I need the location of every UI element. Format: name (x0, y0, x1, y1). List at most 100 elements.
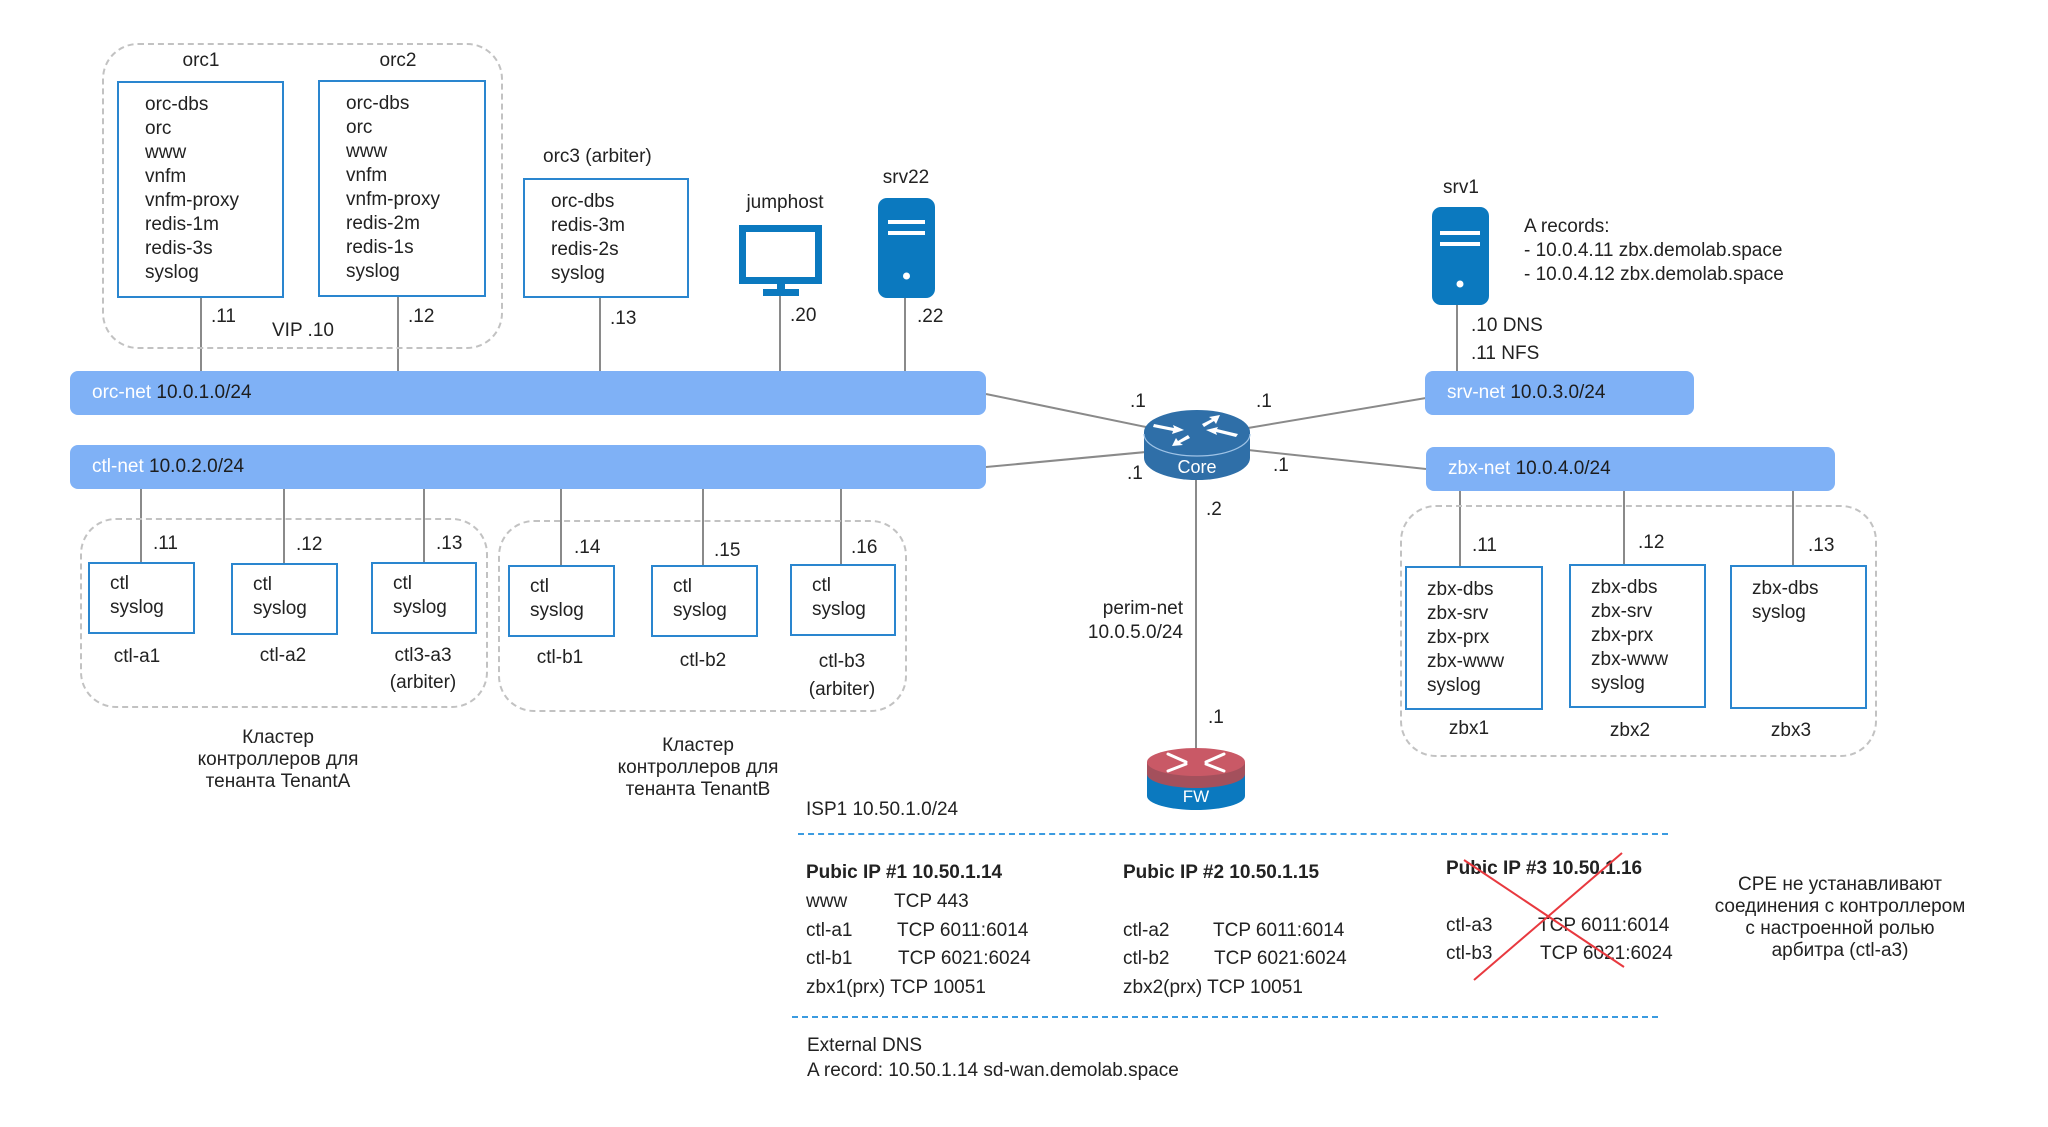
service-item: syslog (253, 598, 307, 619)
firewall-icon[interactable]: FW (1146, 746, 1246, 812)
ctl-a1-ip: .11 (153, 533, 179, 554)
ctl-b2-ip: .15 (714, 540, 741, 561)
perim-net-cidr: 10.0.5.0/24 (1087, 622, 1183, 643)
srv-net-bar[interactable]: srv-net 10.0.3.0/24 (1425, 371, 1694, 415)
ctl-b3-ip: .16 (851, 537, 878, 558)
note-line: CPE не устанавливают (1738, 874, 1942, 895)
nat-rule-name: zbx2(prx) TCP 10051 (1123, 977, 1303, 998)
service-item: zbx-www (1591, 649, 1669, 670)
network-cidr: 10.0.3.0/24 (1510, 382, 1606, 403)
service-item: orc-dbs (346, 93, 410, 114)
link-core-ctl (985, 451, 1147, 468)
fw-ip: .1 (1208, 707, 1224, 728)
service-item: redis-2s (551, 239, 619, 260)
ctl-a3-node[interactable]: ctl syslog (371, 562, 477, 634)
nat-rule-port: TCP 6021:6024 (1214, 948, 1347, 969)
service-item: syslog (346, 261, 400, 282)
orc-cluster-outline (102, 43, 503, 349)
service-item: www (346, 141, 388, 162)
nat-rule-name: zbx1(prx) TCP 10051 (806, 977, 986, 998)
ctl-b1-ip: .14 (574, 537, 601, 558)
orc3-ip: .13 (610, 308, 637, 329)
zbx-cluster-outline (1400, 505, 1877, 757)
core-ip-orc: .1 (1130, 391, 1146, 412)
ctl-b2-label: ctl-b2 (679, 650, 727, 671)
nat-rule-name: ctl-b3 (1446, 943, 1493, 964)
srv1-ip-dns: .10 DNS (1471, 315, 1543, 336)
monitor-icon[interactable] (739, 225, 823, 297)
router-icon[interactable]: Core (1142, 408, 1252, 482)
service-item: ctl (812, 575, 831, 596)
service-item: vnfm-proxy (346, 189, 440, 210)
zbx3-label: zbx3 (1770, 720, 1812, 741)
service-item: vnfm (145, 166, 187, 187)
service-item: ctl (673, 576, 692, 597)
caption-line: контроллеров для (617, 757, 779, 778)
caption-line: тенанта TenantB (625, 779, 771, 800)
service-item: syslog (812, 599, 866, 620)
service-item: orc (145, 118, 172, 139)
ctl-b1-label: ctl-b1 (536, 647, 584, 668)
network-name: zbx-net (1448, 458, 1511, 479)
srv22-ip: .22 (917, 306, 944, 327)
ctl-net-bar[interactable]: ctl-net 10.0.2.0/24 (70, 445, 986, 489)
zbx3-ip: .13 (1808, 535, 1835, 556)
server-icon[interactable] (1432, 207, 1489, 305)
nat-rule-name: ctl-b1 (806, 948, 853, 969)
zbx1-ip: .11 (1472, 535, 1498, 556)
nat-rule-name: ctl-b2 (1123, 948, 1170, 969)
server-icon[interactable] (878, 198, 935, 298)
service-item: ctl (393, 573, 412, 594)
orc2-label: orc2 (379, 50, 417, 71)
a-record: - 10.0.4.11 zbx.demolab.space (1524, 240, 1783, 261)
core-label: Core (1177, 457, 1216, 477)
ctl-cluster-a-caption: Кластер контроллеров для тенанта TenantA (198, 727, 359, 793)
orc3-label: orc3 (arbiter) (543, 146, 652, 167)
isp-title: ISP1 10.50.1.0/24 (806, 799, 959, 820)
service-item: syslog (530, 600, 584, 621)
ctl-a3-ip: .13 (436, 533, 463, 554)
orc-net-bar[interactable]: orc-net 10.0.1.0/24 (70, 371, 986, 415)
ctl-cluster-b-outline (498, 520, 907, 712)
perim-net-name: perim-net (1102, 598, 1183, 619)
service-item: orc (346, 117, 373, 138)
nat-rule-name: ctl-a3 (1446, 915, 1493, 936)
srv1-ip-nfs: .11 NFS (1471, 343, 1540, 364)
public-ip-2-title: Pubic IP #2 10.50.1.15 (1123, 862, 1320, 883)
isp-separator-top (798, 833, 1668, 835)
orc1-ip: .11 (211, 306, 237, 327)
jumphost-ip: .20 (790, 305, 817, 326)
nat-rule-name: ctl-a1 (806, 920, 853, 941)
service-item: zbx-dbs (1752, 578, 1819, 599)
service-item: redis-2m (346, 213, 420, 234)
public-ip-3-title: Pubic IP #3 10.50.1.16 (1446, 858, 1643, 879)
service-item: redis-3m (551, 215, 625, 236)
caption-line: Кластер (242, 727, 314, 748)
network-name: ctl-net (92, 456, 144, 477)
nat-rule-port: TCP 443 (894, 891, 969, 912)
ctl-b3-node[interactable]: ctl syslog (790, 564, 896, 636)
ctl-a1-label: ctl-a1 (113, 646, 161, 667)
service-item: syslog (393, 597, 447, 618)
caption-line: Кластер (662, 735, 734, 756)
srv1-label: srv1 (1443, 177, 1479, 198)
ctl-b3-role: (arbiter) (808, 679, 876, 700)
orc-vip: VIP .10 (272, 320, 334, 341)
ctl-a2-ip: .12 (296, 534, 323, 555)
arbiter-note: CPE не устанавливают соединения с контро… (1715, 874, 1966, 962)
zbx-net-bar[interactable]: zbx-net 10.0.4.0/24 (1426, 447, 1835, 491)
srv22-label: srv22 (882, 167, 930, 188)
service-item: syslog (110, 597, 164, 618)
